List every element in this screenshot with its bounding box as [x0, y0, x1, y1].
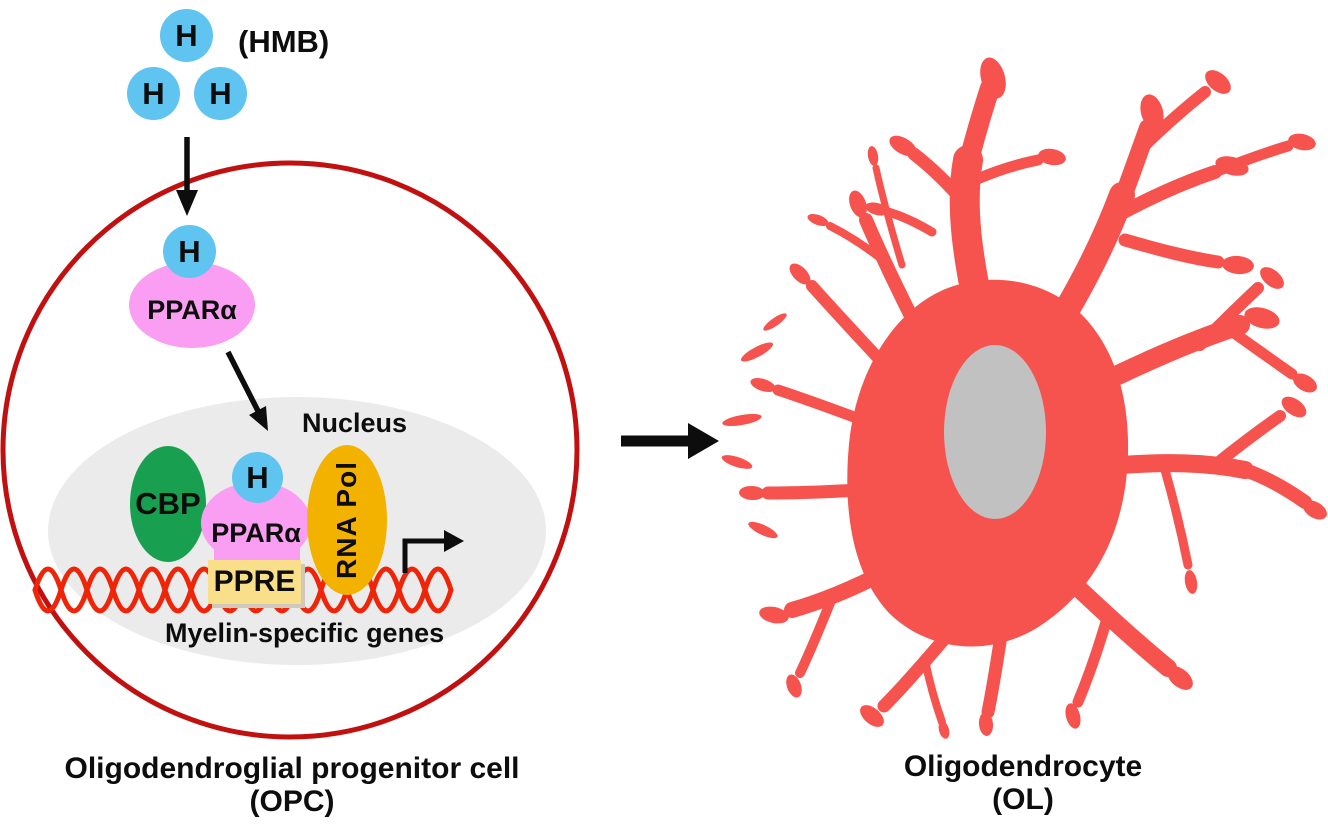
ppre-element: PPRE: [208, 560, 301, 604]
cbp-label: CBP: [135, 486, 201, 521]
oligodendrocyte-cell: [721, 57, 1327, 739]
opc-cell-membrane: [0, 160, 580, 740]
h-ligand-label: H: [246, 459, 269, 495]
h-ligand-label: H: [178, 233, 201, 269]
hmb-molecule-top: H: [160, 9, 213, 62]
hmb-molecule-label: H: [209, 75, 232, 111]
transcription-start-arrow: [402, 530, 464, 573]
h-ligand-cytoplasmic: H: [163, 225, 216, 278]
nuclear-import-arrow: [225, 350, 268, 431]
ol-caption-line2: (OL): [992, 783, 1054, 816]
opc-caption-line1: Oligodendroglial progenitor cell: [64, 752, 520, 785]
ppar-alpha-nuclear: PPARα: [201, 482, 311, 564]
opc-caption-line2: (OPC): [249, 785, 335, 818]
hmb-molecule-label: H: [142, 75, 165, 111]
hmb-molecule-right: H: [194, 67, 247, 120]
rna-polymerase: RNA Pol: [307, 445, 387, 595]
cbp-coactivator: CBP: [130, 446, 206, 562]
h-ligand-nuclear: H: [232, 452, 283, 503]
differentiation-arrow: [621, 423, 719, 459]
ppar-alpha-label: PPARα: [211, 517, 301, 548]
ol-nucleus: [944, 345, 1046, 519]
ol-caption: Oligodendrocyte (OL): [858, 750, 1188, 816]
nucleus-label: Nucleus: [302, 408, 408, 438]
hmb-molecule-left: H: [127, 67, 180, 120]
hmb-group-label: (HMB): [238, 24, 330, 59]
ppre-label: PPRE: [213, 565, 296, 598]
rna-pol-label: RNA Pol: [331, 461, 362, 579]
hmb-molecule-label: H: [175, 17, 198, 53]
myelin-genes-label: Myelin-specific genes: [165, 618, 445, 648]
ppar-alpha-label: PPARα: [147, 294, 237, 325]
ol-caption-line1: Oligodendrocyte: [903, 750, 1143, 783]
opc-caption: Oligodendroglial progenitor cell (OPC): [32, 752, 552, 818]
hmb-uptake-arrow: [176, 137, 198, 216]
